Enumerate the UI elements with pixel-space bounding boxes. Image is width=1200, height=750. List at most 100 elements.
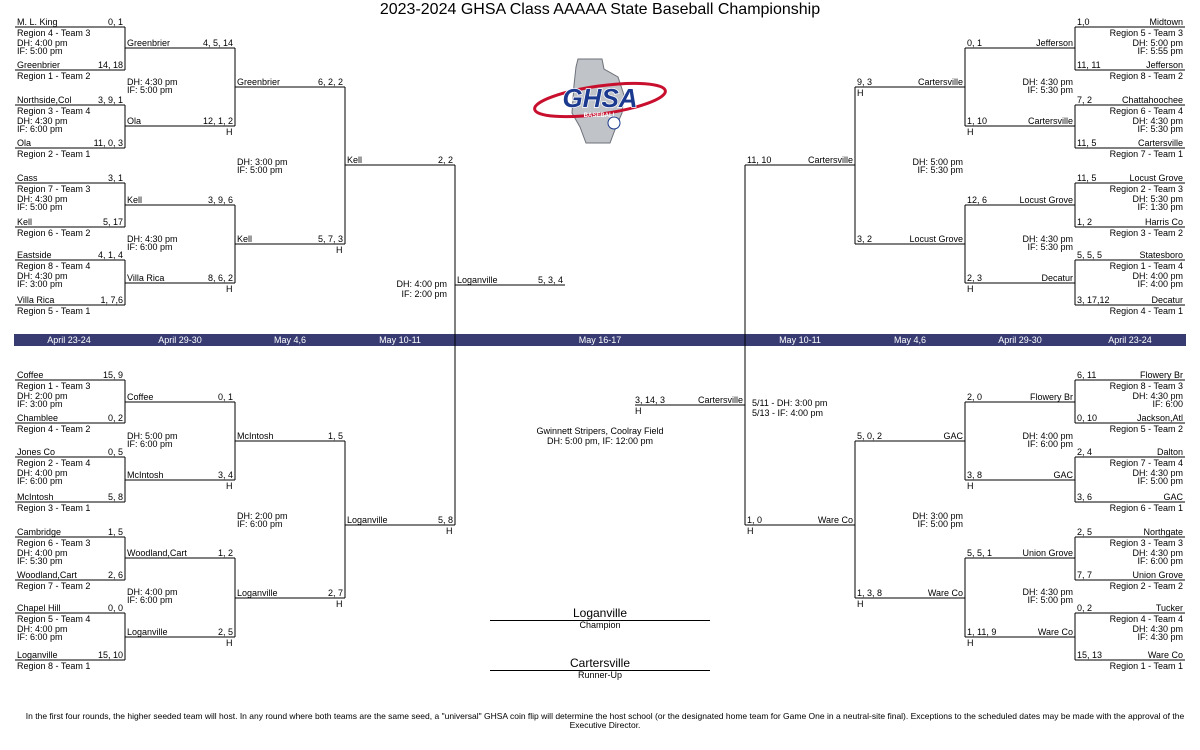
right-r2-home: H: [967, 284, 974, 294]
right-r2-if-time: IF: 5:30 pm: [1027, 242, 1073, 252]
right-r2-score: 0, 1: [967, 38, 983, 48]
right-r3-if-time: IF: 5:00 pm: [917, 519, 963, 529]
left-r1-dh-time: DH: 4:00 pm: [17, 38, 68, 48]
right-r1-dh-time: DH: 4:30 pm: [1132, 624, 1183, 634]
right-r4-home: H: [747, 526, 754, 536]
right-r2-team: Ware Co: [1037, 627, 1073, 637]
left-r1-team: M. L. King: [17, 17, 58, 27]
right-r1-team: Statesboro: [1139, 250, 1183, 260]
runner-up-name: Cartersville: [569, 656, 630, 670]
left-r1-score: 3, 1: [107, 173, 123, 183]
right-r2-team: Flowery Br: [1029, 392, 1073, 402]
round-date-1: April 29-30: [158, 335, 202, 345]
venue-line-2: DH: 5:00 pm, IF: 12:00 pm: [546, 436, 654, 446]
right-r1-seed: Region 4 - Team 4: [1109, 614, 1183, 624]
left-r1-dh-time: DH: 4:00 pm: [17, 624, 68, 634]
round-date-0: April 23-24: [47, 335, 91, 345]
right-r1-dh-time: DH: 4:00 pm: [1132, 271, 1183, 281]
left-r1-team: Eastside: [17, 250, 52, 260]
right-r1-if-time: IF: 5:30 pm: [1137, 124, 1183, 134]
right-r1-score: 11, 5: [1077, 138, 1097, 148]
left-final-score: 5, 3, 4: [537, 275, 563, 285]
left-r1-seed: Region 8 - Team 4: [17, 261, 91, 271]
left-r1-seed: Region 1 - Team 3: [17, 381, 91, 391]
right-r1-score: 0, 2: [1077, 603, 1093, 613]
left-r1-score: 3, 9, 1: [97, 95, 123, 105]
left-r2-home: H: [226, 638, 233, 648]
right-r1-seed: Region 5 - Team 3: [1109, 28, 1183, 38]
left-r2-score: 3, 4: [217, 470, 233, 480]
left-r3-score: 2, 7: [327, 588, 343, 598]
left-r2-score: 12, 1, 2: [202, 116, 233, 126]
left-r1-seed: Region 8 - Team 1: [17, 661, 91, 671]
left-r1-seed: Region 3 - Team 4: [17, 106, 91, 116]
right-r1-team: Jackson,Atl: [1136, 413, 1183, 423]
round-date-2: May 4,6: [273, 335, 306, 345]
right-r1-dh-time: DH: 4:30 pm: [1132, 468, 1183, 478]
left-r4-team: Loganville: [347, 515, 388, 525]
left-r1-score: 0, 5: [107, 447, 123, 457]
left-r1-dh-time: DH: 2:00 pm: [17, 391, 68, 401]
left-r2-score: 4, 5, 14: [202, 38, 233, 48]
left-r2-score: 1, 2: [217, 548, 233, 558]
left-r1-score: 15, 10: [97, 650, 123, 660]
right-r2-score: 1, 11, 9: [967, 627, 997, 637]
left-r1-seed: Region 4 - Team 3: [17, 28, 91, 38]
left-r2-team: Woodland,Cart: [127, 548, 187, 558]
left-r1-team: Jones Co: [17, 447, 56, 457]
left-r2-dh-time: DH: 5:00 pm: [127, 431, 178, 441]
right-r2-home: H: [967, 127, 974, 137]
right-r1-team: Northgate: [1143, 527, 1183, 537]
left-r1-seed: Region 5 - Team 4: [17, 614, 91, 624]
right-r3-score: 5, 0, 2: [857, 431, 883, 441]
right-r3-score: 3, 2: [857, 234, 873, 244]
champion-line: [490, 620, 710, 621]
right-r1-score: 3, 6: [1077, 492, 1093, 502]
left-r1-team: Cass: [17, 173, 38, 183]
right-final-team: Cartersville: [697, 395, 743, 405]
left-r1-score: 11, 0, 3: [93, 138, 123, 148]
right-r1-score: 1, 2: [1077, 217, 1093, 227]
right-r1-if-time: IF: 1:30 pm: [1137, 202, 1183, 212]
right-r1-score: 3, 17,12: [1077, 295, 1110, 305]
left-final-team: Loganville: [457, 275, 498, 285]
right-r1-score: 15, 13: [1077, 650, 1103, 660]
left-r1-score: 5, 17: [102, 217, 123, 227]
right-r1-dh-time: DH: 5:30 pm: [1132, 194, 1183, 204]
right-r1-seed: Region 2 - Team 3: [1109, 184, 1183, 194]
left-r2-dh-time: DH: 4:30 pm: [127, 77, 178, 87]
left-r2-home: H: [226, 284, 233, 294]
right-r2-score: 5, 5, 1: [967, 548, 993, 558]
left-r3-home: H: [336, 245, 343, 255]
footnote: In the first four rounds, the higher see…: [25, 711, 1185, 730]
round-date-4: May 16-17: [578, 335, 622, 345]
left-r2-if-time: IF: 6:00 pm: [127, 439, 173, 449]
right-r1-seed: Region 6 - Team 1: [1109, 503, 1183, 513]
right-r3-team: Locust Grove: [909, 234, 963, 244]
left-r2-team: Kell: [127, 195, 143, 205]
round-date-7: April 29-30: [998, 335, 1042, 345]
left-r1-seed: Region 5 - Team 1: [17, 306, 91, 316]
right-r1-team: Dalton: [1156, 447, 1183, 457]
champion-label: Champion: [579, 620, 621, 630]
right-r2-team: Union Grove: [1022, 548, 1073, 558]
right-r2-if-time: IF: 6:00 pm: [1027, 439, 1073, 449]
right-final-home: H: [635, 406, 642, 416]
champion-name: Loganville: [572, 606, 628, 620]
left-r3-if-time: IF: 5:00 pm: [237, 165, 283, 175]
left-r1-score: 14, 18: [97, 60, 123, 70]
left-r1-dh-time: DH: 4:30 pm: [17, 271, 68, 281]
left-r1-seed: Region 3 - Team 1: [17, 503, 91, 513]
left-r1-if-time: IF: 6:00 pm: [17, 124, 63, 134]
right-r1-if-time: IF: 4:00 pm: [1137, 279, 1183, 289]
right-r1-seed: Region 1 - Team 1: [1109, 661, 1183, 671]
right-r4-score: 1, 0: [747, 515, 763, 525]
right-semi-if-time: 5/13 - IF: 4:00 pm: [752, 408, 824, 418]
left-r1-team: Coffee: [17, 370, 44, 380]
left-r4-team: Kell: [347, 155, 363, 165]
left-r3-team: Greenbrier: [237, 77, 281, 87]
right-r2-score: 1, 10: [967, 116, 988, 126]
left-r1-dh-time: DH: 4:00 pm: [17, 468, 68, 478]
right-semi-dh-time: 5/11 - DH: 3:00 pm: [752, 398, 828, 408]
